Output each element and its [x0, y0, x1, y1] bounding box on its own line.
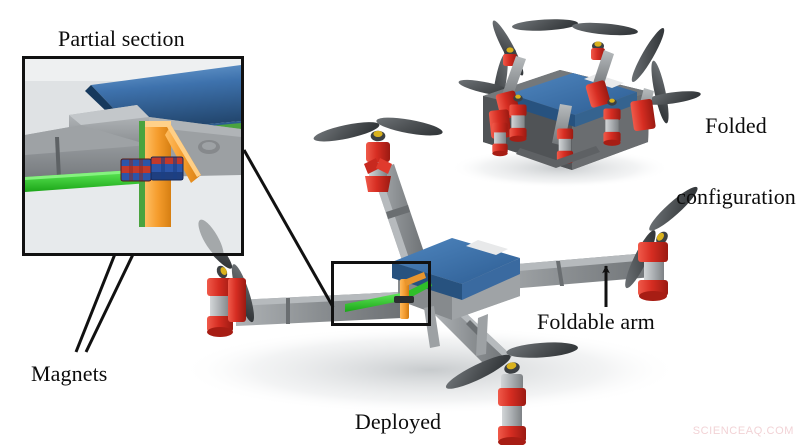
shadow-folded	[450, 148, 670, 188]
green-flexure-top	[406, 280, 432, 300]
folded-drone	[458, 19, 701, 170]
folded-propellers	[458, 19, 701, 124]
rotor-upper-left	[312, 113, 444, 192]
watermark: SCIENCEAQ.COM	[692, 425, 794, 437]
section-green-flexure	[25, 169, 149, 192]
label-folded-line2: configuration	[676, 183, 796, 209]
magnet-left	[120, 158, 152, 182]
label-deployed-line1: Deployed	[354, 408, 442, 434]
magnet-right	[150, 156, 184, 181]
leader-section-to-detail	[242, 149, 335, 308]
rotor-right	[606, 175, 708, 301]
section-orange-latch	[139, 121, 201, 227]
rotor-left	[186, 210, 268, 337]
hinge-latch-assembly	[345, 272, 432, 319]
battery-pack	[392, 238, 520, 300]
label-foldable-arm: Foldable arm	[537, 309, 655, 334]
partial-section-svg	[25, 59, 241, 253]
rotor-lower	[438, 328, 583, 445]
label-folded-line1: Folded	[705, 112, 767, 138]
detail-highlight-box	[331, 261, 431, 326]
green-flexure	[345, 292, 406, 312]
label-folded-configuration: Folded configuration	[672, 66, 800, 256]
magnet-pair	[120, 156, 184, 182]
partial-section-inset	[22, 56, 244, 256]
folded-lower-motors	[492, 94, 621, 165]
label-deployed-configuration: Deployed configuration	[318, 362, 478, 445]
label-magnets: Magnets	[31, 361, 108, 386]
latch-pin	[394, 296, 414, 303]
label-partial-section: Partial section	[58, 26, 185, 51]
orange-latch-arm	[404, 272, 426, 286]
arm-front-left	[236, 292, 402, 326]
